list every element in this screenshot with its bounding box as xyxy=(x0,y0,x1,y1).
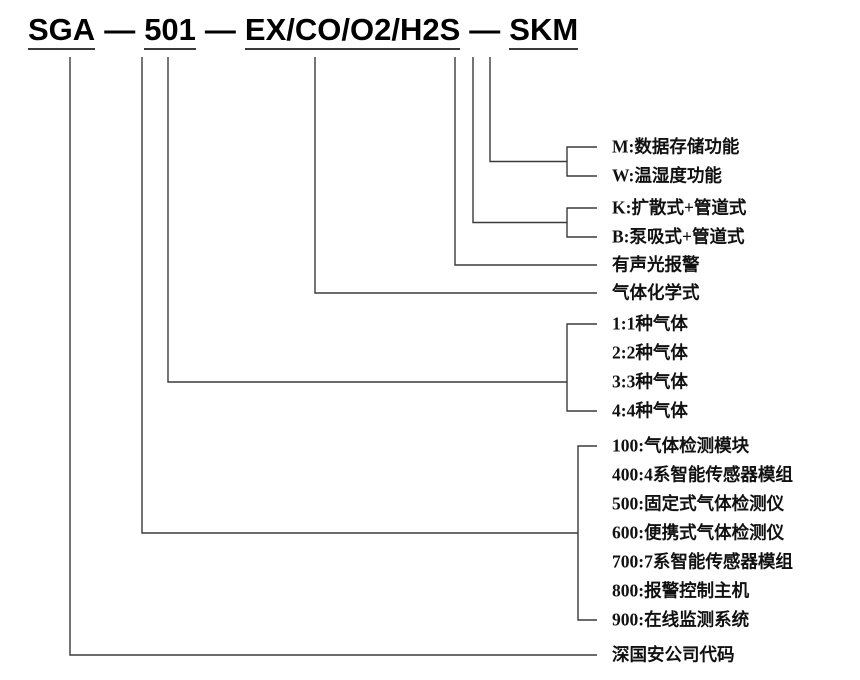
label-detection-principle: 气体化学式 xyxy=(612,282,700,303)
label-series-600: 600:便携式气体检测仪 xyxy=(612,522,785,543)
label-series-700: 700:7系智能传感器模组 xyxy=(612,551,793,572)
header-segment-gas: EX/CO/O2/H2S xyxy=(244,14,461,50)
label-function-option-m: M:数据存储功能 xyxy=(612,136,740,157)
leader-alarm xyxy=(454,57,597,266)
label-gas-count-1: 1:1种气体 xyxy=(612,313,688,334)
label-series-100: 100:气体检测模块 xyxy=(612,435,750,456)
label-series-500: 500:固定式气体检测仪 xyxy=(612,493,785,514)
model-number-header: SGA — 501 — EX/CO/O2/H2S — SKM xyxy=(28,12,579,56)
label-sampling-option-b: B:泵吸式+管道式 xyxy=(612,226,745,247)
bracket-function-options xyxy=(566,146,597,177)
label-gas-count-4: 4:4种气体 xyxy=(612,400,688,421)
label-sampling-option-k: K:扩散式+管道式 xyxy=(612,197,747,218)
header-segment-brand: SGA xyxy=(28,14,96,50)
label-series-400: 400:4系智能传感器模组 xyxy=(612,464,793,485)
header-dash-1: — xyxy=(104,12,136,47)
leader-principle xyxy=(314,57,597,294)
label-function-option-w: W:温湿度功能 xyxy=(612,165,722,186)
leader-series xyxy=(141,57,578,534)
label-series-800: 800:报警控制主机 xyxy=(612,580,750,601)
header-dash-3: — xyxy=(469,12,501,47)
leader-suffix-m xyxy=(489,57,567,163)
bracket-gas-count-options xyxy=(566,323,597,412)
label-gas-count-3: 3:3种气体 xyxy=(612,371,688,392)
header-segment-series: 501 xyxy=(144,14,196,50)
label-company-code: 深国安公司代码 xyxy=(612,644,735,665)
bracket-sampling-options xyxy=(566,207,597,238)
leader-company-code xyxy=(69,57,597,656)
leader-suffix-k xyxy=(472,57,567,224)
leader-gas-count xyxy=(167,57,567,383)
label-series-900: 900:在线监测系统 xyxy=(612,609,750,630)
header-dash-2: — xyxy=(204,12,236,47)
header-segment-suffix: SKM xyxy=(509,14,579,50)
bracket-series-options xyxy=(577,445,597,621)
label-gas-count-2: 2:2种气体 xyxy=(612,342,688,363)
label-alarm: 有声光报警 xyxy=(612,254,700,275)
